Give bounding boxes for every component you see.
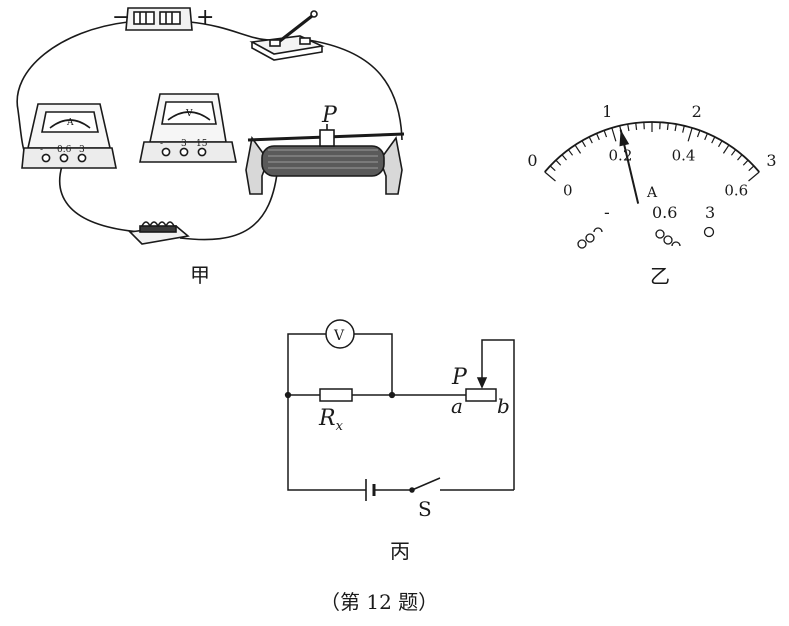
- dial-tick: [574, 144, 582, 154]
- rheostat-slider-arrow: [476, 377, 488, 389]
- resistor-label-main: R: [318, 406, 336, 431]
- dial-outer-label-1: 1: [602, 102, 612, 121]
- dial-inner-label-0: 0: [563, 181, 573, 199]
- dial-outer-label-2: 2: [692, 102, 702, 121]
- bing-voltmeter-symbol: V: [333, 328, 345, 344]
- dial-tick: [687, 127, 693, 142]
- voltmeter-symbol-circle: [325, 319, 355, 349]
- dial-tick: [581, 140, 587, 148]
- wire-ammeter-to-coil: [58, 165, 141, 233]
- figure-jia: − + A - 0.6 3: [16, 5, 405, 245]
- sliding-rheostat: [245, 124, 405, 195]
- voltmeter-terminal-minus: -: [160, 139, 163, 149]
- dial-tick: [696, 130, 701, 138]
- dial-tick: [595, 133, 600, 141]
- caption-bing: 丙: [390, 539, 410, 563]
- voltmeter: [139, 93, 237, 163]
- battery-plus-label: +: [196, 5, 214, 30]
- dial-tick: [748, 171, 760, 182]
- wire-coil-to-rheostat: [179, 164, 279, 241]
- dial-ticks: [544, 122, 760, 182]
- rheostat-symbol: [465, 388, 497, 402]
- coil-component: [128, 221, 190, 245]
- dial-tick: [549, 165, 556, 172]
- dial-needle-arrowhead: [619, 129, 630, 147]
- figure-bing: [284, 319, 515, 501]
- voltmeter-branch-wire: [287, 333, 393, 395]
- ammeter-face-symbol: A: [66, 118, 74, 128]
- dial-tick: [555, 159, 562, 166]
- resistor-rx: [319, 388, 353, 402]
- knife-switch: [249, 10, 325, 61]
- dial-inner-label-0.4: 0.4: [672, 147, 696, 165]
- dial-outer-scale: 0 1 2 3: [527, 102, 776, 170]
- dial-tick: [704, 133, 709, 141]
- question-caption: （第 12 题）: [320, 590, 438, 614]
- dial-tick: [742, 159, 749, 166]
- dial-tick: [711, 136, 716, 144]
- dial-outer-label-0: 0: [527, 151, 537, 170]
- resistor-label-subscript: x: [336, 419, 344, 434]
- dial-terminal-posts: [577, 226, 715, 249]
- dial-tick: [717, 140, 723, 148]
- dial-terminal-3: 3: [705, 203, 715, 222]
- caption-jia: 甲: [190, 263, 210, 287]
- junction-right: [388, 391, 396, 399]
- voltmeter-terminal-3: 3: [181, 139, 187, 149]
- dial-tick: [682, 125, 685, 133]
- voltmeter-face-symbol: V: [185, 109, 193, 119]
- left-wire: [287, 395, 366, 491]
- ammeter: [21, 103, 117, 169]
- wire-battery-to-switch: [189, 21, 271, 41]
- rheostat-slider-wire: [481, 339, 515, 490]
- dial-outer-label-3: 3: [766, 151, 776, 170]
- dial-tick: [561, 154, 567, 161]
- dial-meter-symbol: A: [646, 185, 658, 201]
- battery-minus-label: −: [112, 5, 130, 30]
- end-a-label: a: [451, 394, 463, 418]
- dial-terminal-0.6: 0.6: [652, 203, 677, 222]
- dial-tick: [603, 130, 608, 138]
- caption-yi: 乙: [650, 264, 670, 288]
- dial-tick: [544, 171, 556, 182]
- dial-tick: [748, 165, 755, 172]
- dial-tick: [722, 144, 730, 154]
- rheostat-slider-label: P: [321, 103, 338, 128]
- end-b-label: b: [497, 394, 510, 418]
- bing-slider-label: P: [451, 365, 468, 390]
- dial-inner-label-0.6: 0.6: [724, 181, 748, 199]
- dial-terminal-minus: -: [604, 203, 610, 222]
- voltmeter-terminal-15: 15: [196, 139, 208, 149]
- dial-tick: [635, 122, 638, 130]
- dial-tick: [737, 154, 743, 161]
- dial-tick: [588, 136, 593, 144]
- ammeter-terminal-3: 3: [79, 145, 85, 155]
- dial-tick: [674, 124, 677, 132]
- wire-switch-to-rheostat: [307, 39, 403, 141]
- switch-blade: [411, 477, 441, 491]
- dial-tick: [666, 122, 669, 130]
- dial-tick: [730, 149, 737, 156]
- battery-box: [125, 7, 193, 31]
- switch-label: S: [418, 497, 432, 521]
- resistor-label: Rx: [318, 406, 344, 434]
- dial-tick: [611, 127, 617, 142]
- ammeter-terminal-minus: -: [40, 145, 43, 155]
- dial-tick: [627, 124, 630, 132]
- dial-tick: [567, 149, 574, 156]
- ammeter-terminal-0.6: 0.6: [57, 145, 72, 155]
